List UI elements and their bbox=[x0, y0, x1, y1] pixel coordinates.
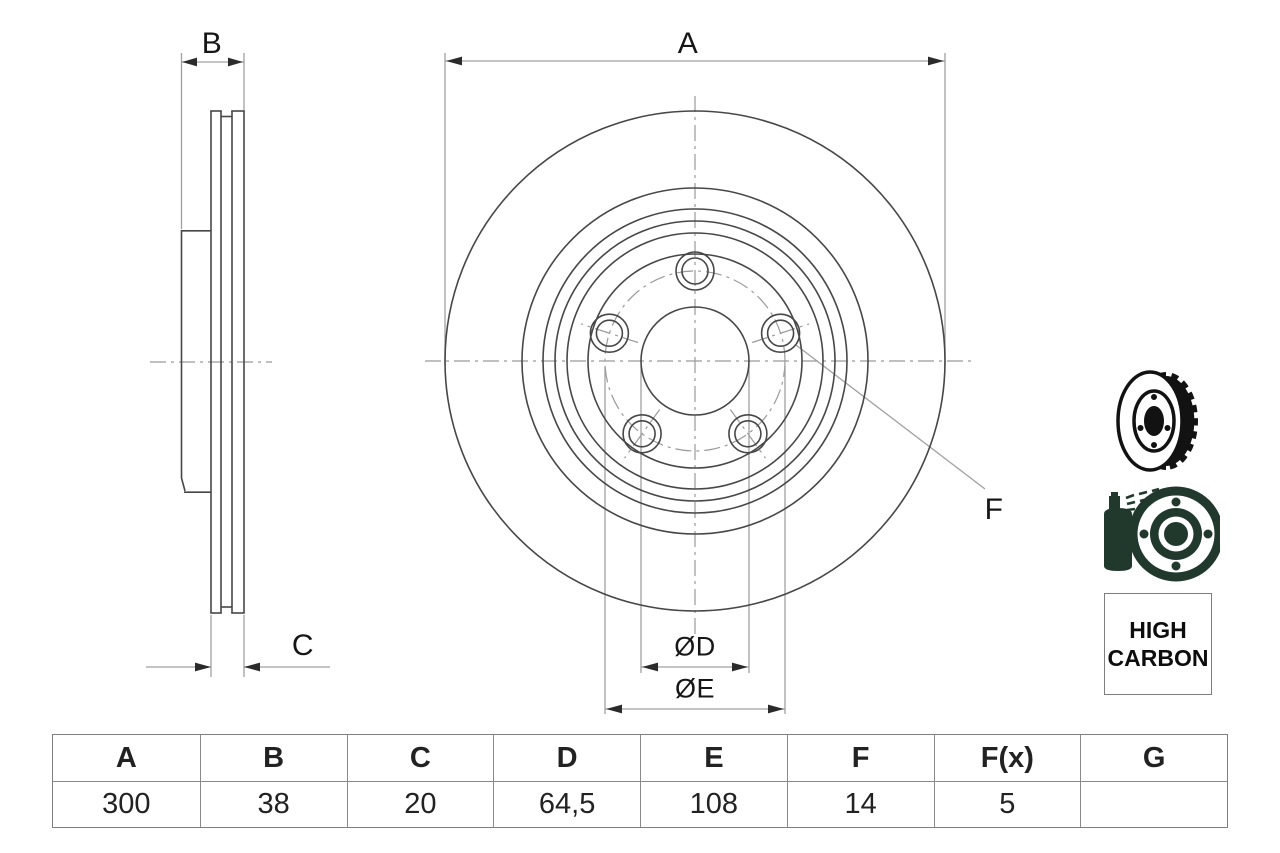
dim-label-f: F bbox=[984, 493, 1004, 526]
dim-label-a: A bbox=[677, 27, 699, 60]
dim-label-d: ØD bbox=[674, 631, 716, 662]
centerlines bbox=[150, 96, 975, 634]
spec-col-header: G bbox=[1080, 735, 1227, 782]
spec-value-cell: 108 bbox=[640, 782, 787, 827]
friction-band-inner-edge bbox=[521, 187, 869, 535]
spec-value-cell: 5 bbox=[933, 782, 1081, 827]
spec-col-header: F(x) bbox=[933, 735, 1081, 782]
center-bore bbox=[640, 306, 750, 416]
spec-value-cell bbox=[1080, 782, 1227, 827]
spec-col-header: E bbox=[640, 735, 787, 782]
spray-coating-icon bbox=[1104, 486, 1220, 582]
front-view bbox=[444, 110, 946, 612]
badge-line-2: CARBON bbox=[1107, 645, 1209, 671]
spec-col-header: B bbox=[199, 735, 347, 782]
spec-value-cell: 14 bbox=[786, 782, 934, 827]
spec-col-header: D bbox=[493, 735, 640, 782]
dimension-arrowheads bbox=[182, 56, 944, 714]
technical-drawing bbox=[146, 53, 986, 714]
spec-col-header: C bbox=[346, 735, 494, 782]
vented-disc-icon bbox=[1116, 370, 1200, 472]
disc-outer-edge bbox=[444, 110, 946, 612]
spec-value-cell: 64,5 bbox=[493, 782, 640, 827]
high-carbon-badge: HIGH CARBON bbox=[1104, 593, 1212, 695]
bolt-pitch-circle bbox=[604, 270, 786, 452]
leader-line-f bbox=[795, 344, 986, 490]
spec-value-cell: 38 bbox=[199, 782, 347, 827]
spec-value-cell: 20 bbox=[346, 782, 494, 827]
side-section-view bbox=[180, 110, 245, 614]
dim-label-b: B bbox=[201, 27, 223, 60]
dim-label-c: C bbox=[291, 629, 315, 662]
dimension-lines bbox=[146, 53, 986, 714]
bolt-holes bbox=[589, 251, 801, 454]
spec-value-cell: 300 bbox=[102, 788, 151, 820]
spec-col-header: A bbox=[53, 735, 200, 782]
spec-col-header: F bbox=[786, 735, 934, 782]
badge-line-1: HIGH bbox=[1129, 617, 1187, 643]
dim-label-e: ØE bbox=[674, 673, 716, 704]
dimension-spec-table: A B C D E F F(x) G 300 38 20 64,5 108 14… bbox=[52, 734, 1228, 828]
